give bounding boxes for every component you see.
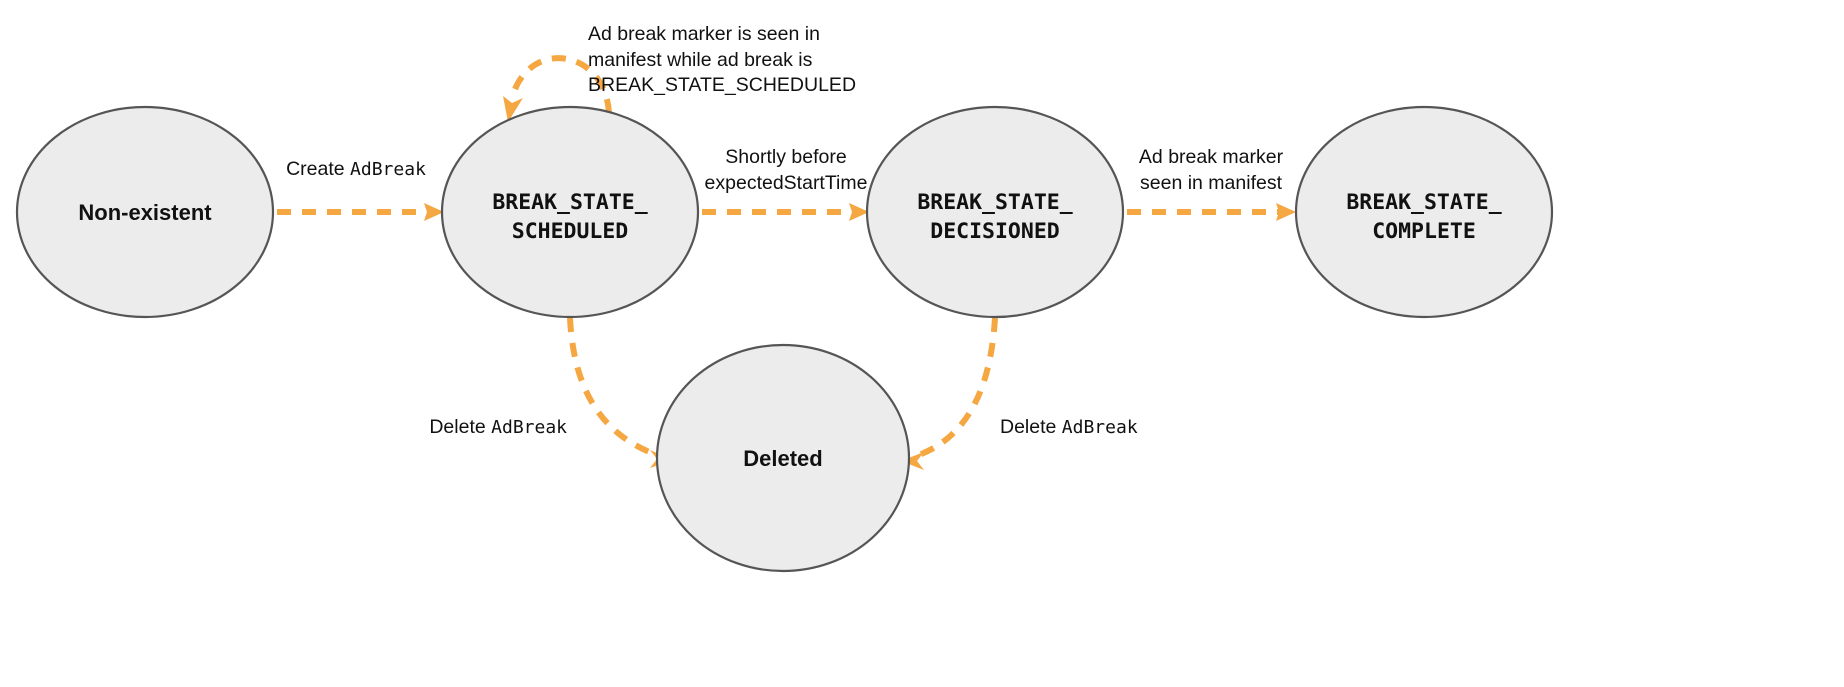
- edge-decisioned-deleted-arrowhead: [901, 452, 924, 470]
- node-break-state-scheduled-label-line1: BREAK_STATE_: [492, 190, 647, 215]
- edge-self-loop-label-line1: Ad break marker is seen in: [588, 23, 820, 45]
- edge-create-adbreak: Create AdBreak: [277, 158, 444, 221]
- edge-decisioned-complete-label-line1: Ad break marker: [1139, 146, 1284, 168]
- node-non-existent[interactable]: Non-existent: [15, 105, 275, 319]
- node-break-state-decisioned-shape[interactable]: [865, 105, 1125, 319]
- edge-scheduled-to-deleted: Delete AdBreak: [429, 317, 673, 468]
- node-break-state-complete-label-line1: BREAK_STATE_: [1346, 190, 1501, 215]
- edge-self-loop-arrowhead: [503, 96, 523, 122]
- edge-self-loop-scheduled: Ad break marker is seen in manifest whil…: [503, 23, 856, 122]
- node-break-state-complete-shape[interactable]: [1294, 105, 1554, 319]
- node-break-state-complete[interactable]: BREAK_STATE_ COMPLETE: [1294, 105, 1554, 319]
- node-deleted-label: Deleted: [743, 446, 822, 471]
- node-break-state-complete-label-line2: COMPLETE: [1372, 219, 1476, 244]
- edge-create-arrowhead: [424, 203, 444, 221]
- node-break-state-scheduled-shape[interactable]: [440, 105, 700, 319]
- edge-self-loop-label-line2: manifest while ad break is: [588, 49, 813, 71]
- node-non-existent-shape[interactable]: [15, 105, 275, 319]
- edge-self-loop-path: [509, 55, 612, 114]
- edge-decisioned-deleted-path: [912, 317, 998, 460]
- edge-decisioned-deleted-label: Delete AdBreak: [1000, 416, 1138, 438]
- node-break-state-scheduled-label-line2: SCHEDULED: [512, 219, 629, 244]
- edge-scheduled-deleted-label: Delete AdBreak: [429, 416, 567, 438]
- edge-decisioned-to-complete: Ad break marker seen in manifest: [1127, 146, 1296, 221]
- edge-scheduled-decisioned-label-line1: Shortly before: [725, 146, 846, 168]
- edge-scheduled-to-decisioned: Shortly before expectedStartTime: [702, 146, 869, 221]
- edge-decisioned-complete-arrowhead: [1276, 203, 1296, 221]
- edge-scheduled-deleted-path: [567, 317, 664, 460]
- node-break-state-decisioned-label-line1: BREAK_STATE_: [917, 190, 1072, 215]
- edge-decisioned-complete-label-line2: seen in manifest: [1140, 172, 1283, 194]
- edge-create-label: Create AdBreak: [286, 158, 426, 180]
- edge-scheduled-decisioned-arrowhead: [849, 203, 869, 221]
- node-non-existent-label: Non-existent: [78, 200, 212, 225]
- edge-self-loop-label-line3: BREAK_STATE_SCHEDULED: [588, 74, 856, 96]
- node-break-state-decisioned-label-line2: DECISIONED: [930, 219, 1059, 244]
- node-break-state-scheduled[interactable]: BREAK_STATE_ SCHEDULED: [440, 105, 700, 319]
- node-deleted[interactable]: Deleted: [655, 343, 911, 573]
- edge-decisioned-to-deleted: Delete AdBreak: [901, 317, 1138, 470]
- edge-scheduled-decisioned-label-line2: expectedStartTime: [705, 172, 868, 194]
- node-break-state-decisioned[interactable]: BREAK_STATE_ DECISIONED: [865, 105, 1125, 319]
- node-deleted-shape[interactable]: [655, 343, 911, 573]
